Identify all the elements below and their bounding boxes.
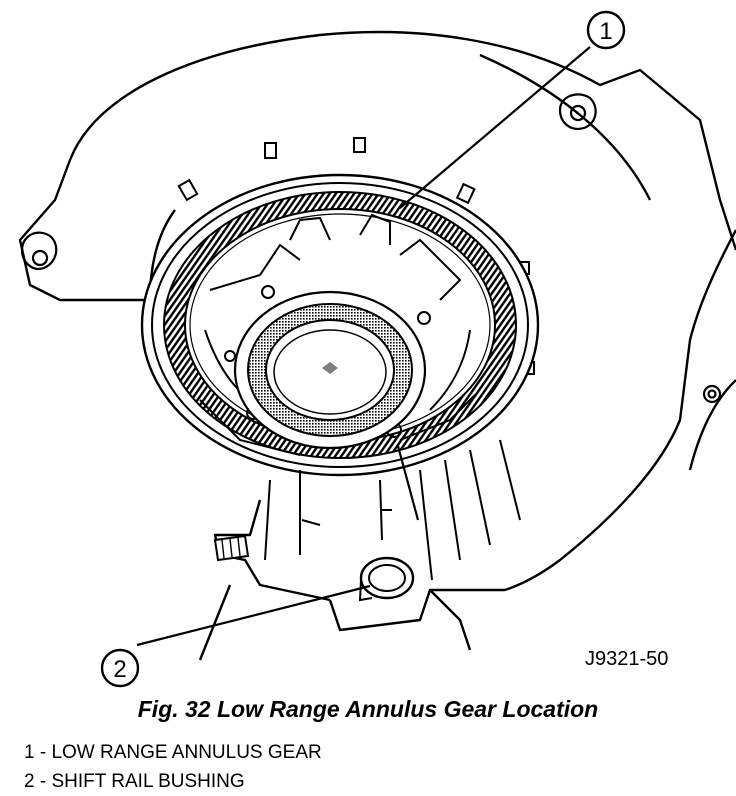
callout-2: 2 xyxy=(100,648,140,688)
legend: 1 - LOW RANGE ANNULUS GEAR 2 - SHIFT RAI… xyxy=(24,738,322,796)
shift-rail-bushing xyxy=(358,556,415,602)
technical-illustration: 1 2 J9321-50 xyxy=(18,10,736,688)
callout-2-number: 2 xyxy=(113,656,126,683)
leader-line-bushing-ref xyxy=(396,445,420,521)
leader-lines xyxy=(136,46,591,647)
legend-item-2: 2 - SHIFT RAIL BUSHING xyxy=(24,771,245,792)
figure-caption: Fig. 32 Low Range Annulus Gear Location xyxy=(137,696,599,722)
transfer-case-drawing: 1 2 xyxy=(18,10,736,688)
legend-item-1: 1 - LOW RANGE ANNULUS GEAR xyxy=(24,742,322,763)
leader-line-1 xyxy=(399,46,591,209)
leader-line-2 xyxy=(136,584,371,647)
lower-housing xyxy=(264,439,521,581)
mounting-bosses xyxy=(20,93,722,404)
housing-bolt xyxy=(213,534,250,562)
callout-1: 1 xyxy=(586,10,626,50)
callout-1-number: 1 xyxy=(599,18,612,45)
center-bearing xyxy=(233,290,427,450)
image-code: J9321-50 xyxy=(585,648,669,670)
